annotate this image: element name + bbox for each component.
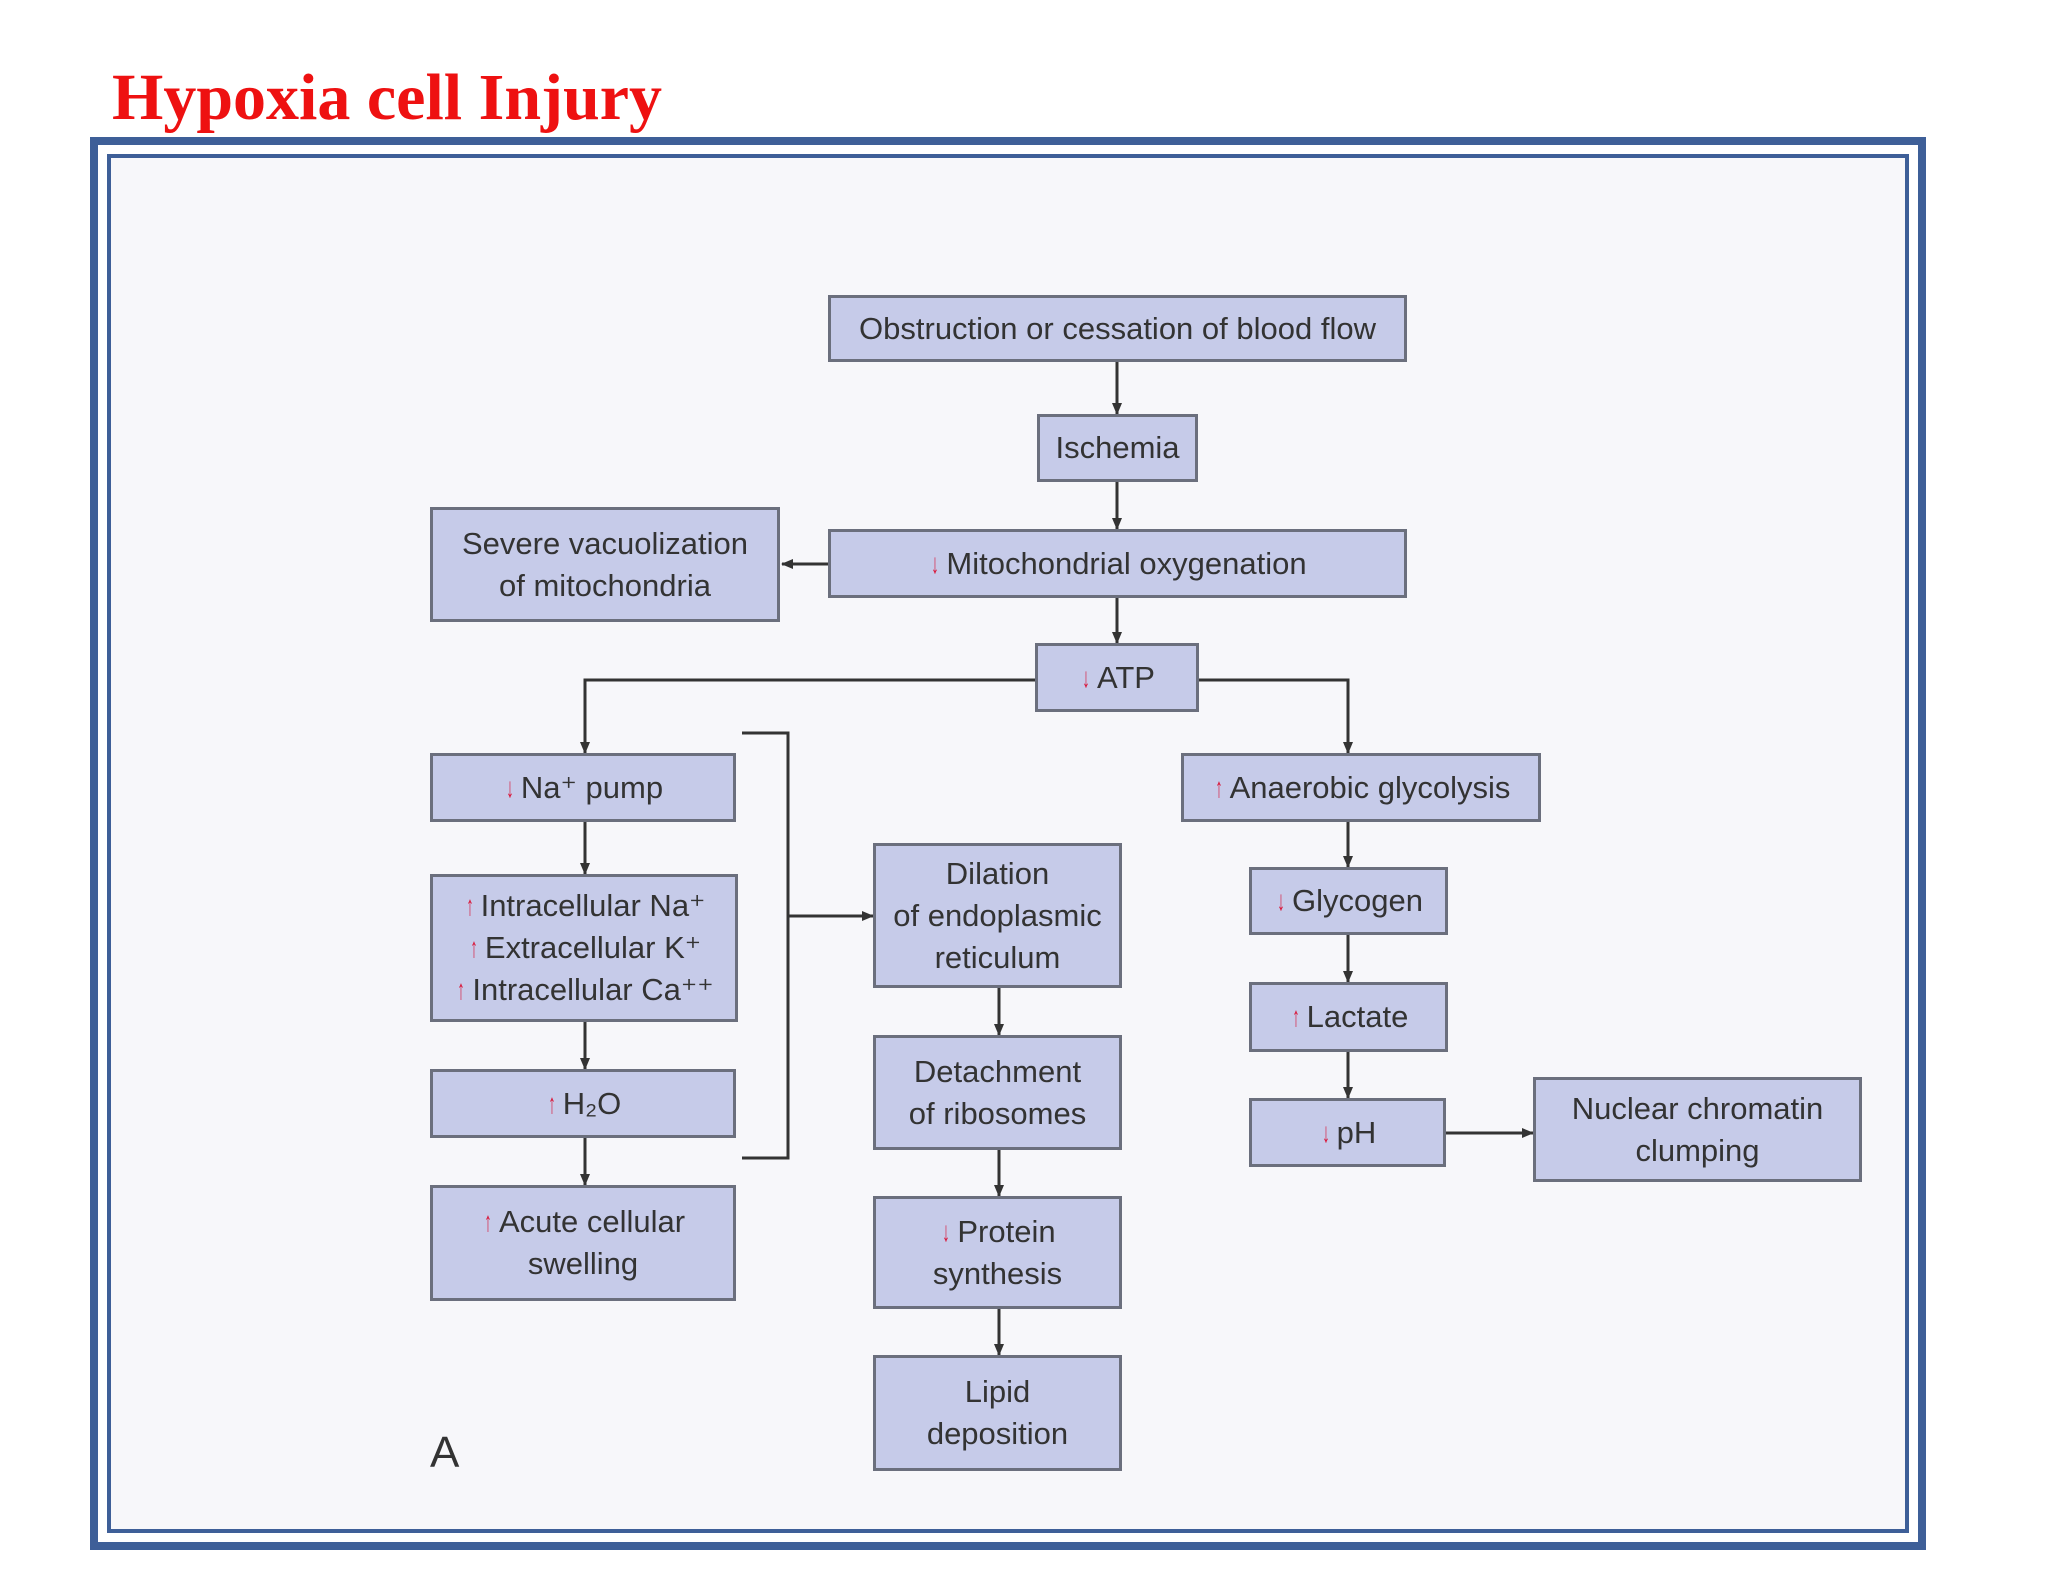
node-na-pump-label: Na⁺ pump <box>503 767 663 809</box>
ion-extracellular-k: Extracellular K⁺ <box>467 927 701 969</box>
node-glycogen: Glycogen <box>1249 867 1448 935</box>
ion-intracellular-ca: Intracellular Ca⁺⁺ <box>454 969 713 1011</box>
node-acute-swelling-label: Acute cellular swelling <box>481 1201 685 1285</box>
node-ph: pH <box>1249 1098 1446 1167</box>
node-vacuolization-label: Severe vacuolization of mitochondria <box>461 525 749 603</box>
arrow-atp-glycolysis <box>1199 678 1353 754</box>
node-chromatin-clumping: Nuclear chromatin clumping <box>1533 1077 1862 1182</box>
node-lipid-deposition-label: Lipid deposition <box>926 1374 1069 1451</box>
node-atp: ATP <box>1035 643 1199 712</box>
node-atp-label: ATP <box>1079 657 1155 699</box>
node-anaerobic-glycolysis: Anaerobic glycolysis <box>1181 753 1541 822</box>
node-chromatin-clumping-label: Nuclear chromatin clumping <box>1571 1090 1824 1168</box>
node-detachment-label: Detachment of ribosomes <box>908 1053 1087 1131</box>
node-lipid-deposition: Lipid deposition <box>873 1355 1122 1471</box>
node-ischemia: Ischemia <box>1037 414 1198 482</box>
node-dilation-label: Dilation of endoplasmic reticulum <box>893 855 1102 975</box>
node-protein-synthesis-label: Protein synthesis <box>933 1211 1062 1295</box>
node-obstruction-label: Obstruction or cessation of blood flow <box>859 310 1376 346</box>
bracket-na-group <box>742 731 790 1160</box>
node-ion-changes: Intracellular Na⁺ Extracellular K⁺ Intra… <box>430 874 738 1022</box>
node-lactate-label: Lactate <box>1289 996 1409 1038</box>
node-protein-synthesis: Protein synthesis <box>873 1196 1122 1309</box>
node-h2o: H₂O <box>430 1069 736 1138</box>
node-acute-swelling: Acute cellular swelling <box>430 1185 736 1301</box>
node-h2o-label: H₂O <box>545 1083 622 1125</box>
node-detachment: Detachment of ribosomes <box>873 1035 1122 1150</box>
node-mitochondrial-oxygenation-label: Mitochondrial oxygenation <box>928 543 1306 585</box>
node-obstruction: Obstruction or cessation of blood flow <box>828 295 1407 362</box>
node-ph-label: pH <box>1319 1112 1377 1154</box>
arrow-atp-na-pump <box>580 678 1035 754</box>
slide-title: Hypoxia cell Injury <box>112 61 663 134</box>
node-dilation: Dilation of endoplasmic reticulum <box>873 843 1122 988</box>
node-na-pump: Na⁺ pump <box>430 753 736 822</box>
node-lactate: Lactate <box>1249 982 1448 1052</box>
node-anaerobic-glycolysis-label: Anaerobic glycolysis <box>1212 767 1511 809</box>
node-glycogen-label: Glycogen <box>1274 880 1423 922</box>
node-vacuolization: Severe vacuolization of mitochondria <box>430 507 780 622</box>
ion-intracellular-na: Intracellular Na⁺ <box>463 885 706 927</box>
node-ischemia-label: Ischemia <box>1055 430 1180 465</box>
node-mitochondrial-oxygenation: Mitochondrial oxygenation <box>828 529 1407 598</box>
panel-label: A <box>430 1428 460 1477</box>
